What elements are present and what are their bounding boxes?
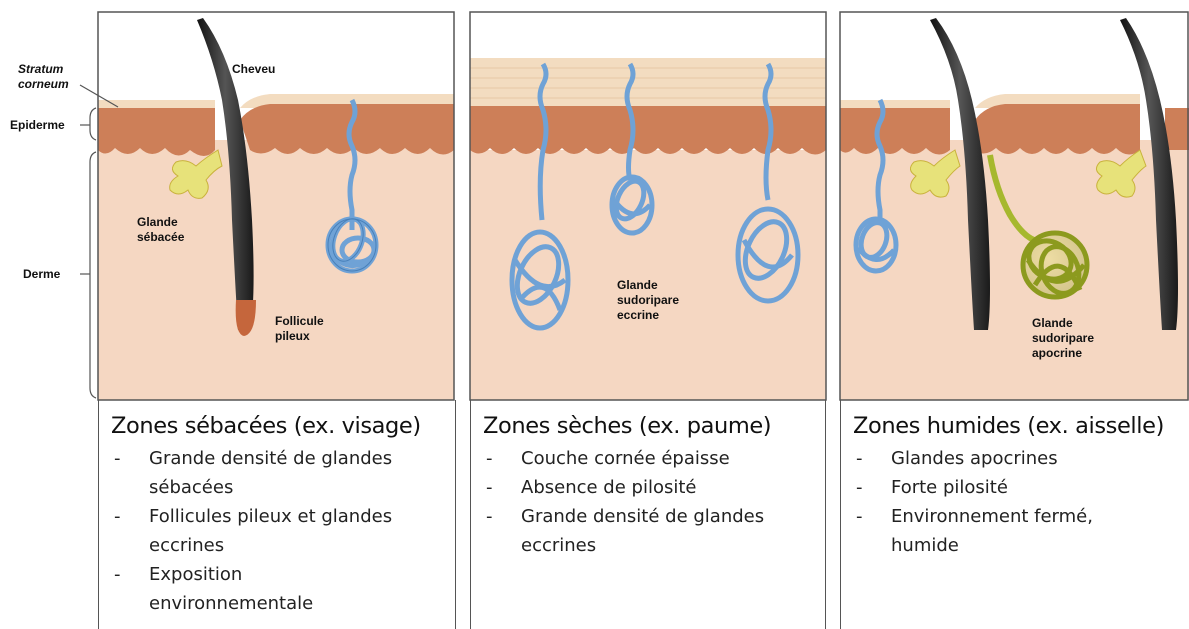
- eccrine-line1: Glande: [617, 278, 658, 292]
- glande-sebacee-line2: sébacée: [137, 230, 184, 244]
- list-item: Absence de pilosité: [471, 473, 825, 502]
- eccrine-line3: eccrine: [617, 308, 659, 322]
- apocrine-gland-coil: [1022, 233, 1087, 299]
- glande-apocrine-label: Glande sudoripare apocrine: [1032, 316, 1094, 361]
- list-dry: Couche cornée épaisse Absence de pilosit…: [471, 444, 825, 560]
- column-sebaceous: Zones sébacées (ex. visage) Grande densi…: [98, 400, 456, 629]
- stratum-label-line1: Stratum: [18, 62, 63, 76]
- stratum-label-line2: corneum: [18, 77, 69, 91]
- follicule-line2: pileux: [275, 329, 310, 343]
- dermis-layer: [98, 140, 454, 400]
- panel-humid: [840, 12, 1189, 400]
- column-title-dry: Zones sèches (ex. paume): [471, 400, 825, 440]
- cheveu-label: Cheveu: [232, 62, 275, 77]
- derme-label: Derme: [23, 267, 60, 282]
- stratum-corneum-label: Stratum corneum: [18, 62, 69, 92]
- list-item: Couche cornée épaisse: [471, 444, 825, 473]
- list-item: Grande densité de glandes: [471, 502, 825, 531]
- list-humid: Glandes apocrines Forte pilosité Environ…: [841, 444, 1189, 560]
- list-item: Forte pilosité: [841, 473, 1189, 502]
- glande-sebacee-line1: Glande: [137, 215, 178, 229]
- thick-stratum-corneum: [470, 58, 826, 108]
- list-item: Follicules pileux et glandes: [99, 502, 455, 531]
- list-item-continuation: sébacées: [99, 473, 455, 502]
- eccrine-line2: sudoripare: [617, 293, 679, 307]
- list-sebaceous: Grande densité de glandes sébacées Folli…: [99, 444, 455, 618]
- list-item-continuation: humide: [841, 531, 1189, 560]
- apocrine-line3: apocrine: [1032, 346, 1082, 360]
- column-humid: Zones humides (ex. aisselle) Glandes apo…: [840, 400, 1189, 629]
- list-item-continuation: eccrines: [99, 531, 455, 560]
- apocrine-line1: Glande: [1032, 316, 1073, 330]
- column-title-sebaceous: Zones sébacées (ex. visage): [99, 400, 455, 440]
- follicule-line1: Follicule: [275, 314, 324, 328]
- follicule-pileux-label: Follicule pileux: [275, 314, 324, 344]
- list-item: Glandes apocrines: [841, 444, 1189, 473]
- panel-dry: [470, 12, 826, 400]
- column-dry: Zones sèches (ex. paume) Couche cornée é…: [470, 400, 826, 629]
- list-item: Grande densité de glandes: [99, 444, 455, 473]
- apocrine-line2: sudoripare: [1032, 331, 1094, 345]
- glande-sebacee-label: Glande sébacée: [137, 215, 184, 245]
- list-item: Environnement fermé,: [841, 502, 1189, 531]
- column-title-humid: Zones humides (ex. aisselle): [841, 400, 1189, 440]
- list-item: Exposition: [99, 560, 455, 589]
- epiderme-label: Epiderme: [10, 118, 65, 133]
- glande-eccrine-label: Glande sudoripare eccrine: [617, 278, 679, 323]
- list-item-continuation: environnementale: [99, 589, 455, 618]
- list-item-continuation: eccrines: [471, 531, 825, 560]
